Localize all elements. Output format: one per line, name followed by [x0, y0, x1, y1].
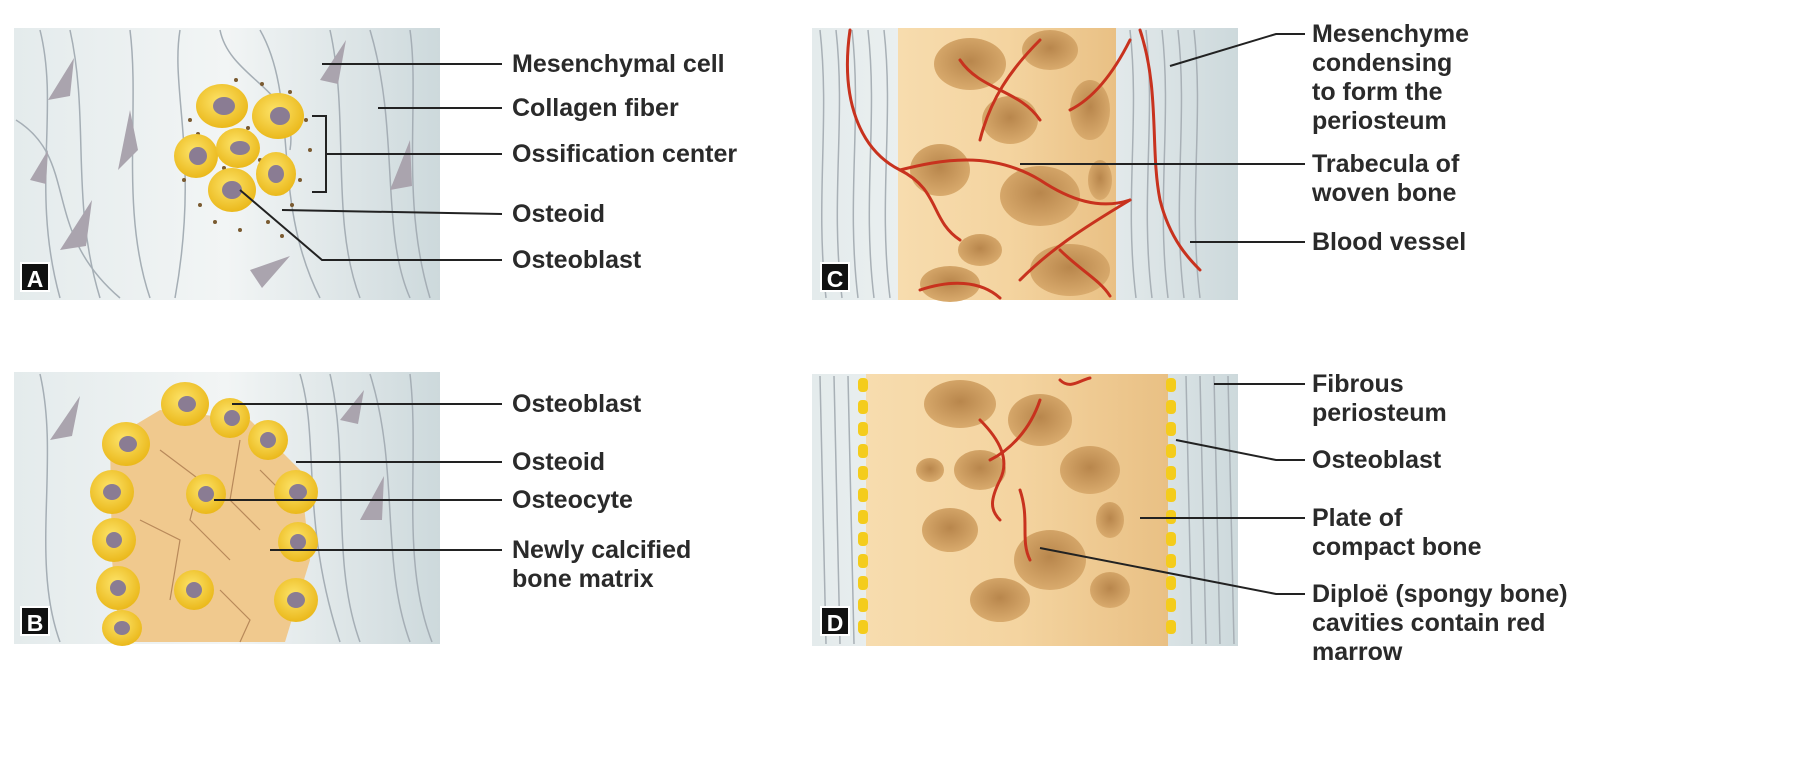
label-compact-bone-plate: Plate of compact bone: [1312, 504, 1482, 561]
label-mesenchyme-condensing: Mesenchyme condensing to form the perios…: [1312, 20, 1470, 135]
mesenchymal-cells: [30, 40, 412, 288]
label-osteoblast-d: Osteoblast: [1312, 446, 1442, 474]
panel-b-osteoblasts: [90, 382, 318, 646]
label-blood-vessel: Blood vessel: [1312, 228, 1467, 256]
panel-c-cavities: [910, 30, 1112, 302]
panel-c: [812, 28, 1305, 302]
panel-d-letter: D: [820, 606, 850, 636]
diploe-cavities: [916, 380, 1130, 622]
label-diploe-cavities: Diploë (spongy bone) cavities contain re…: [1312, 580, 1568, 666]
label-fibrous-periosteum: Fibrous periosteum: [1312, 370, 1447, 427]
panel-b-letter: B: [20, 606, 50, 636]
calcified-bone-matrix: [110, 410, 310, 642]
panel-c-leader-lines: [1020, 33, 1305, 243]
label-osteoblast-a: Osteoblast: [512, 246, 642, 274]
fibrous-periosteum: [819, 375, 1235, 645]
panel-b-mesenchymal: [50, 390, 384, 520]
label-osteocyte: Osteocyte: [512, 486, 633, 514]
osteoblast-layer: [858, 378, 1176, 634]
panel-d: [812, 374, 1305, 646]
label-calcified-bone-matrix: Newly calcified bone matrix: [512, 536, 692, 593]
label-trabecula-woven-bone: Trabecula of woven bone: [1312, 150, 1460, 207]
label-mesenchymal-cell: Mesenchymal cell: [512, 50, 725, 78]
panel-a-leader-lines: [239, 63, 503, 261]
label-osteoid-b: Osteoid: [512, 448, 606, 476]
label-ossification-center: Ossification center: [512, 140, 738, 168]
label-osteoid-a: Osteoid: [512, 200, 606, 228]
panel-b: [14, 372, 502, 646]
panel-b-leader-lines: [214, 403, 502, 551]
blood-vessels: [846, 28, 1202, 300]
panel-a-letter: A: [20, 262, 50, 292]
panel-a: [14, 28, 503, 300]
panel-d-leader-lines: [1039, 383, 1305, 595]
marrow-vessels: [978, 376, 1092, 562]
panel-c-letter: C: [820, 262, 850, 292]
label-collagen-fiber: Collagen fiber: [512, 94, 679, 122]
label-osteoblast-b: Osteoblast: [512, 390, 642, 418]
osteoblast-cluster: [174, 84, 304, 212]
